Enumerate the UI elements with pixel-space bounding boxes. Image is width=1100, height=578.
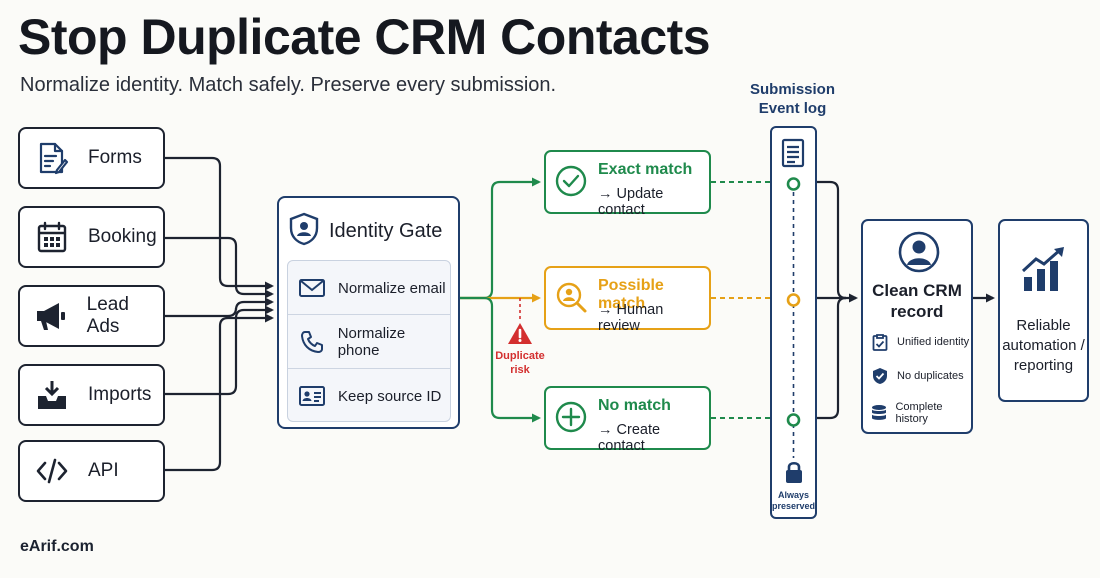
exact-match-action: → Update contact: [598, 186, 664, 218]
connector-log-crm-bottom: [817, 296, 847, 420]
form-document-icon: [34, 140, 70, 176]
check-circle-icon: [554, 164, 588, 198]
connector-log-crm-top: [817, 180, 847, 300]
event-log-title: Submission Event log: [745, 80, 840, 118]
inbox-download-icon: [34, 377, 70, 413]
possible-match-title: Possible match: [598, 277, 664, 312]
step-label: Normalize phone: [337, 325, 406, 359]
reporting-line3: reporting: [1013, 357, 1074, 374]
search-person-icon: [554, 280, 588, 314]
source-label: Booking: [88, 226, 157, 247]
divider: [288, 314, 450, 315]
no-match-action: → Create contact: [598, 422, 661, 454]
calendar-icon: [34, 219, 70, 255]
identity-gate-steps: Normalize email Normalize phone Keep sou…: [287, 260, 451, 422]
divider: [288, 368, 450, 369]
page-title: Stop Duplicate CRM Contacts: [18, 9, 711, 65]
reliable-reporting-card[interactable]: Reliable automation / reporting: [998, 219, 1089, 402]
event-log-footer-line2: preserved: [772, 501, 816, 511]
source-imports[interactable]: Imports: [18, 364, 165, 426]
crm-feature-label: Complete history: [895, 401, 943, 425]
no-match-title: No match: [598, 397, 671, 414]
event-log-timeline: [786, 177, 801, 458]
reporting-title: Reliable automation / reporting: [1000, 316, 1087, 376]
source-label: API: [88, 460, 119, 481]
reporting-line2: automation /: [1002, 337, 1085, 354]
event-log-footer: Always preserved: [772, 490, 815, 512]
clean-crm-record-card[interactable]: Clean CRM record Unified identity No dup…: [861, 219, 973, 434]
event-log-title-line1: Submission: [749, 81, 835, 98]
footer-credit: eArif.com: [20, 538, 94, 555]
bar-chart-trend-icon: [1020, 245, 1070, 300]
duplicate-risk-label: Duplicate risk: [494, 349, 546, 377]
connector-imports: [165, 305, 274, 396]
no-match-card[interactable]: No match → Create contact: [544, 386, 711, 454]
duplicate-risk-line1: Duplicate: [495, 350, 545, 362]
connector-forms: [165, 156, 274, 291]
identity-gate-title: Identity Gate: [329, 220, 443, 242]
exact-match-title: Exact match: [598, 161, 693, 178]
shield-user-icon: [289, 212, 319, 251]
exact-match-card[interactable]: Exact match → Update contact: [544, 150, 711, 218]
source-label: Imports: [88, 384, 152, 405]
possible-match-card[interactable]: Possible match → Human review: [544, 266, 711, 334]
source-forms[interactable]: Forms: [18, 127, 165, 189]
identity-gate: Identity Gate Normalize email Normalize …: [277, 196, 460, 429]
connector-booking: [165, 236, 274, 299]
envelope-icon: [298, 278, 326, 298]
source-api[interactable]: API: [18, 440, 165, 502]
crm-feature-history: Complete history: [871, 401, 971, 425]
duplicate-risk-line2: risk: [510, 364, 530, 376]
warning-icon: [507, 322, 533, 351]
step-keep-source-id: Keep source ID: [288, 369, 450, 423]
event-log-title-line2: Event log: [758, 100, 827, 117]
plus-circle-icon: [554, 400, 588, 434]
log-entry-possible: [786, 293, 801, 307]
crm-feature-no-duplicates: No duplicates: [871, 367, 964, 385]
clipboard-check-icon: [871, 333, 889, 351]
connector-nomatch: [460, 296, 541, 423]
source-label: Lead Ads: [86, 294, 129, 337]
source-lead-ads[interactable]: Lead Ads: [18, 285, 165, 347]
log-entry-nomatch: [786, 413, 801, 427]
event-log-panel: Always preserved: [770, 126, 817, 519]
crm-feature-unified: Unified identity: [871, 333, 969, 351]
crm-title-line2: record: [890, 302, 944, 321]
code-brackets-icon: [34, 453, 70, 489]
shield-check-icon: [871, 367, 889, 385]
page-subtitle: Normalize identity. Match safely. Preser…: [20, 74, 557, 96]
step-normalize-email: Normalize email: [288, 261, 450, 315]
step-label: Normalize email: [338, 279, 446, 297]
document-list-icon: [780, 138, 806, 173]
crm-title-line1: Clean CRM: [872, 281, 962, 300]
step-normalize-phone: Normalize phone: [288, 315, 450, 369]
reporting-line1: Reliable: [1016, 317, 1071, 334]
user-circle-icon: [898, 231, 940, 278]
megaphone-icon: [34, 298, 69, 334]
source-booking[interactable]: Booking: [18, 206, 165, 268]
database-icon: [871, 404, 887, 422]
id-card-icon: [298, 386, 326, 406]
lock-icon: [784, 460, 804, 489]
crm-feature-label: No duplicates: [897, 370, 964, 382]
connector-lead-ads: [165, 297, 274, 318]
connector-api: [165, 313, 274, 472]
log-entry-exact: [786, 177, 801, 191]
source-label: Forms: [88, 147, 142, 168]
crm-feature-label: Unified identity: [897, 336, 970, 348]
phone-icon: [298, 330, 326, 354]
connector-exact: [460, 177, 541, 300]
possible-match-action: → Human review: [598, 302, 664, 334]
event-log-footer-line1: Always: [777, 490, 810, 500]
step-label: Keep source ID: [338, 387, 442, 405]
crm-title: Clean CRM record: [863, 280, 971, 322]
